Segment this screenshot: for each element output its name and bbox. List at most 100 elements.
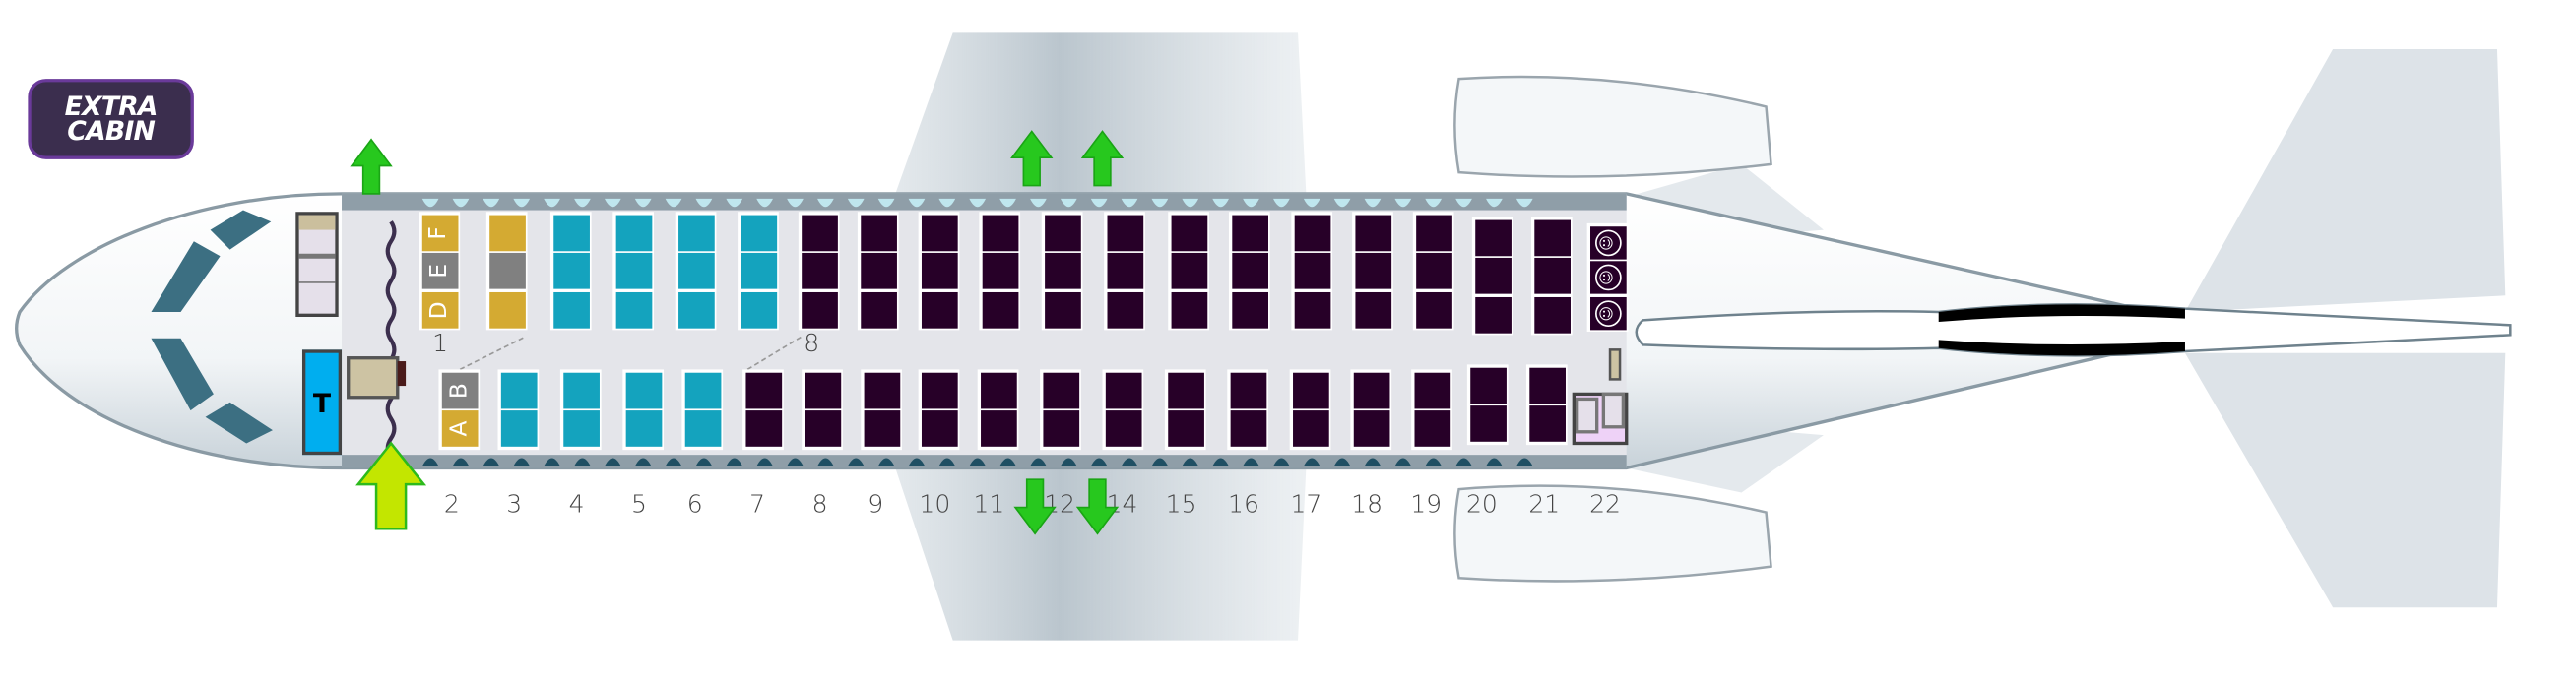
- seat-standard[interactable]: [1415, 214, 1452, 251]
- seat-extra-legroom[interactable]: [683, 371, 721, 408]
- seat-extra[interactable]: A: [440, 410, 478, 447]
- seat-standard[interactable]: [1469, 366, 1507, 404]
- seat-standard[interactable]: [1354, 252, 1391, 289]
- seat-standard[interactable]: [1170, 291, 1207, 328]
- seat-standard[interactable]: [1415, 252, 1452, 289]
- seat-standard[interactable]: [1528, 405, 1566, 442]
- seat-standard[interactable]: [1293, 252, 1330, 289]
- seat-extra-legroom[interactable]: [552, 291, 590, 328]
- seat-extra-legroom[interactable]: [562, 371, 600, 408]
- seat-standard[interactable]: [980, 410, 1016, 447]
- seat-standard[interactable]: [1413, 371, 1450, 408]
- seat-extra-legroom[interactable]: [614, 291, 652, 328]
- seat-standard[interactable]: [1042, 371, 1079, 408]
- seat-standard[interactable]: [1106, 291, 1143, 328]
- seat-standard[interactable]: [1104, 371, 1141, 408]
- seat-standard[interactable]: [1044, 252, 1080, 289]
- seat-standard[interactable]: [1352, 371, 1389, 408]
- seat-standard[interactable]: [1413, 410, 1450, 447]
- seat-standard[interactable]: [1474, 257, 1512, 294]
- seat-standard[interactable]: [1533, 257, 1571, 294]
- seat-standard[interactable]: [921, 252, 957, 289]
- row-number: 22: [1589, 489, 1621, 520]
- seat-extra-legroom[interactable]: [614, 252, 652, 289]
- seat-standard[interactable]: [804, 371, 841, 408]
- seat-standard[interactable]: [1231, 252, 1268, 289]
- seat-standard[interactable]: [1469, 405, 1507, 442]
- seat-standard[interactable]: [1044, 214, 1080, 251]
- seat-extra-legroom[interactable]: [500, 410, 537, 447]
- seat-extra-legroom[interactable]: [677, 214, 714, 251]
- seat-extra[interactable]: F: [420, 214, 458, 251]
- seat-extra[interactable]: [488, 214, 526, 251]
- seat-standard[interactable]: [1354, 291, 1391, 328]
- seat-standard[interactable]: [1354, 214, 1391, 251]
- seat-standard[interactable]: [1044, 291, 1080, 328]
- seat-standard[interactable]: [1231, 291, 1268, 328]
- seat-standard[interactable]: [921, 371, 957, 408]
- seat-extra-legroom[interactable]: [562, 410, 600, 447]
- seat-extra-legroom[interactable]: [624, 371, 662, 408]
- seat-extra-legroom[interactable]: [552, 214, 590, 251]
- seat-standard[interactable]: [744, 371, 782, 408]
- seat-blocked[interactable]: [488, 252, 526, 289]
- seat-standard[interactable]: [860, 252, 897, 289]
- seat-extra-legroom[interactable]: [677, 291, 714, 328]
- seat-extra[interactable]: [488, 291, 526, 328]
- seat-standard[interactable]: [1170, 214, 1207, 251]
- seat-letter: F: [425, 225, 453, 239]
- seat-standard[interactable]: [921, 214, 957, 251]
- seat-standard[interactable]: [1533, 296, 1571, 333]
- seat-standard[interactable]: [1106, 252, 1143, 289]
- rear-lavatory[interactable]: ☺☺☺: [1586, 222, 1629, 333]
- seat-standard[interactable]: [981, 291, 1018, 328]
- seat-standard[interactable]: [981, 214, 1018, 251]
- seat-standard[interactable]: [1352, 410, 1389, 447]
- seat-standard[interactable]: [1292, 371, 1328, 408]
- seat-extra-legroom[interactable]: [624, 410, 662, 447]
- window: [452, 198, 470, 208]
- seat-standard[interactable]: [1167, 371, 1204, 408]
- seat-extra[interactable]: D: [420, 291, 458, 328]
- seat-standard[interactable]: [1231, 214, 1268, 251]
- seat-standard[interactable]: [801, 291, 838, 328]
- seat-standard[interactable]: [1293, 214, 1330, 251]
- seat-extra-legroom[interactable]: [740, 214, 777, 251]
- seat-standard[interactable]: [1533, 218, 1571, 256]
- seat-standard[interactable]: [801, 252, 838, 289]
- seat-standard[interactable]: [863, 410, 900, 447]
- seat-standard[interactable]: [1474, 296, 1512, 333]
- seat-extra-legroom[interactable]: [677, 252, 714, 289]
- seat-standard[interactable]: [1415, 291, 1452, 328]
- seat-standard[interactable]: [1292, 410, 1328, 447]
- seat-standard[interactable]: [804, 410, 841, 447]
- seat-standard[interactable]: [1042, 410, 1079, 447]
- seat-standard[interactable]: [1106, 214, 1143, 251]
- front-toilet[interactable]: T: [301, 349, 343, 456]
- seat-standard[interactable]: [980, 371, 1016, 408]
- seat-extra-legroom[interactable]: [740, 252, 777, 289]
- seat-standard[interactable]: [1104, 410, 1141, 447]
- seat-standard[interactable]: [1528, 366, 1566, 404]
- seat-standard[interactable]: [1293, 291, 1330, 328]
- seat-extra-legroom[interactable]: [614, 214, 652, 251]
- seat-standard[interactable]: [801, 214, 838, 251]
- seat-standard[interactable]: [1474, 218, 1512, 256]
- seat-blocked[interactable]: B: [440, 371, 478, 408]
- seat-standard[interactable]: [1170, 252, 1207, 289]
- seat-standard[interactable]: [1229, 371, 1266, 408]
- seat-standard[interactable]: [921, 291, 957, 328]
- seat-extra-legroom[interactable]: [552, 252, 590, 289]
- seat-blocked[interactable]: E: [420, 252, 458, 289]
- seat-extra-legroom[interactable]: [500, 371, 537, 408]
- seat-standard[interactable]: [1229, 410, 1266, 447]
- seat-standard[interactable]: [863, 371, 900, 408]
- seat-standard[interactable]: [860, 291, 897, 328]
- seat-standard[interactable]: [981, 252, 1018, 289]
- seat-standard[interactable]: [860, 214, 897, 251]
- seat-extra-legroom[interactable]: [740, 291, 777, 328]
- seat-standard[interactable]: [921, 410, 957, 447]
- seat-standard[interactable]: [1167, 410, 1204, 447]
- seat-standard[interactable]: [744, 410, 782, 447]
- seat-extra-legroom[interactable]: [683, 410, 721, 447]
